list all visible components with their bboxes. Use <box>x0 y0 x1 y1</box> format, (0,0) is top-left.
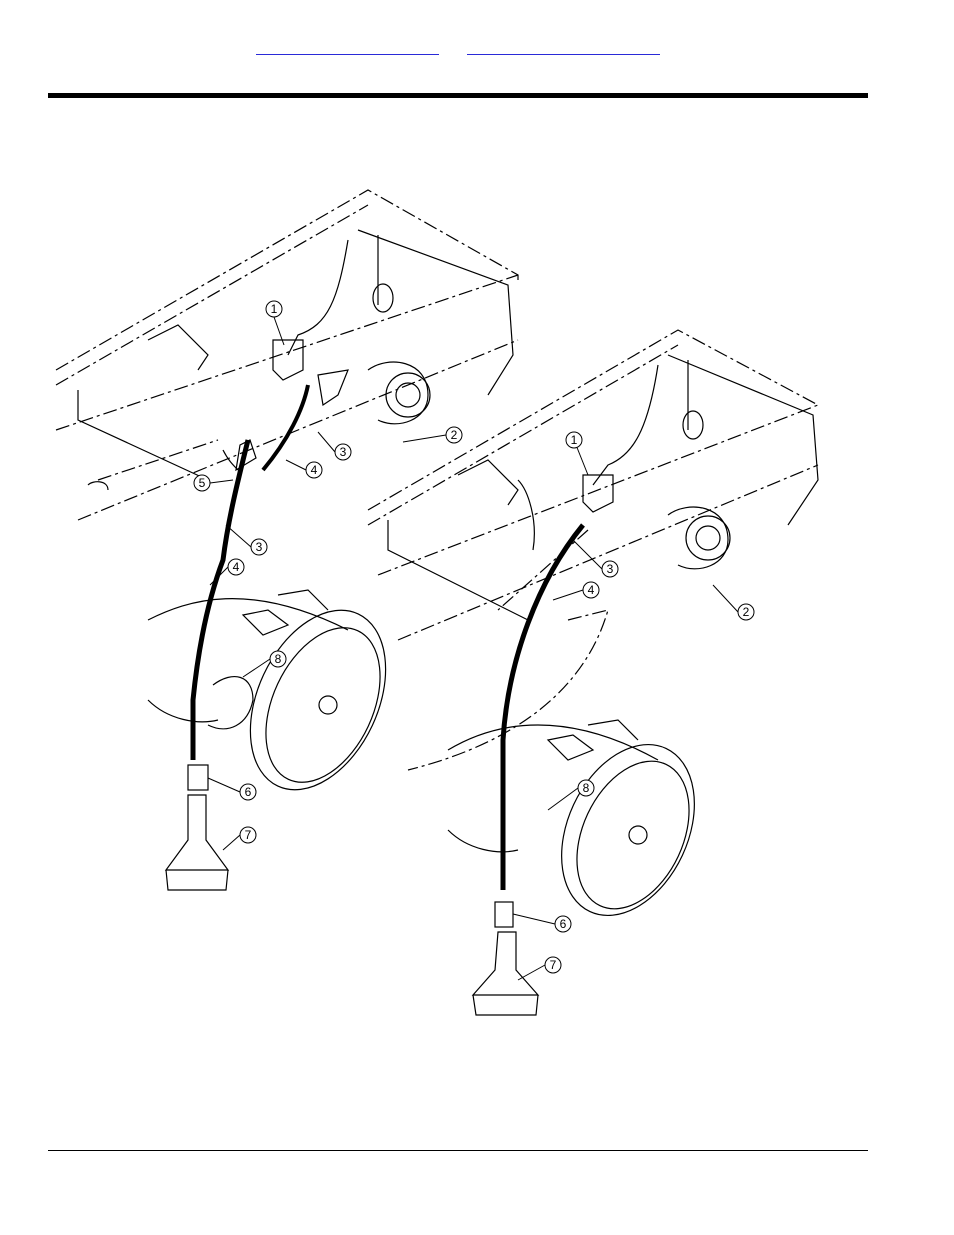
left-frame <box>56 190 518 520</box>
callout-1: 1 <box>266 301 282 317</box>
callout-8: 8 <box>270 651 286 667</box>
bottom-divider <box>48 1150 868 1151</box>
svg-text:4: 4 <box>233 560 240 574</box>
left-callouts: 1 2 3 4 5 3 4 8 6 7 <box>194 301 462 843</box>
svg-text:1: 1 <box>571 433 578 447</box>
right-seed-tube-assembly <box>448 475 720 1015</box>
callout-4: 4 <box>583 582 599 598</box>
svg-text:8: 8 <box>583 781 590 795</box>
svg-text:4: 4 <box>588 583 595 597</box>
svg-text:1: 1 <box>271 302 278 316</box>
svg-text:7: 7 <box>245 828 252 842</box>
svg-text:2: 2 <box>743 605 750 619</box>
svg-text:8: 8 <box>275 652 282 666</box>
callout-2: 2 <box>738 604 754 620</box>
callout-4b: 4 <box>228 559 244 575</box>
right-callouts: 1 3 4 2 8 6 7 <box>545 432 754 973</box>
right-frame <box>368 330 818 770</box>
callout-7: 7 <box>240 827 256 843</box>
callout-4: 4 <box>306 462 322 478</box>
svg-text:4: 4 <box>311 463 318 477</box>
svg-text:3: 3 <box>340 445 347 459</box>
callout-7: 7 <box>545 957 561 973</box>
callout-2: 2 <box>446 427 462 443</box>
top-divider <box>48 93 868 98</box>
right-callout-leaders <box>513 440 738 980</box>
svg-text:3: 3 <box>256 540 263 554</box>
left-callout-leaders <box>208 317 446 850</box>
parts-diagram: 1 2 3 4 5 3 4 8 6 7 1 3 4 2 8 6 7 <box>48 180 838 1045</box>
svg-text:6: 6 <box>245 785 252 799</box>
callout-6: 6 <box>555 916 571 932</box>
callout-8: 8 <box>578 780 594 796</box>
svg-text:5: 5 <box>199 476 206 490</box>
svg-text:7: 7 <box>550 958 557 972</box>
svg-text:3: 3 <box>607 562 614 576</box>
callout-5: 5 <box>194 475 210 491</box>
header-link-2[interactable] <box>467 40 660 55</box>
svg-text:6: 6 <box>560 917 567 931</box>
callout-3: 3 <box>335 444 351 460</box>
left-seed-tube-assembly <box>148 340 413 890</box>
callout-6: 6 <box>240 784 256 800</box>
header-link-1[interactable] <box>256 40 439 55</box>
svg-text:2: 2 <box>451 428 458 442</box>
callout-3b: 3 <box>251 539 267 555</box>
callout-3: 3 <box>602 561 618 577</box>
callout-1: 1 <box>566 432 582 448</box>
